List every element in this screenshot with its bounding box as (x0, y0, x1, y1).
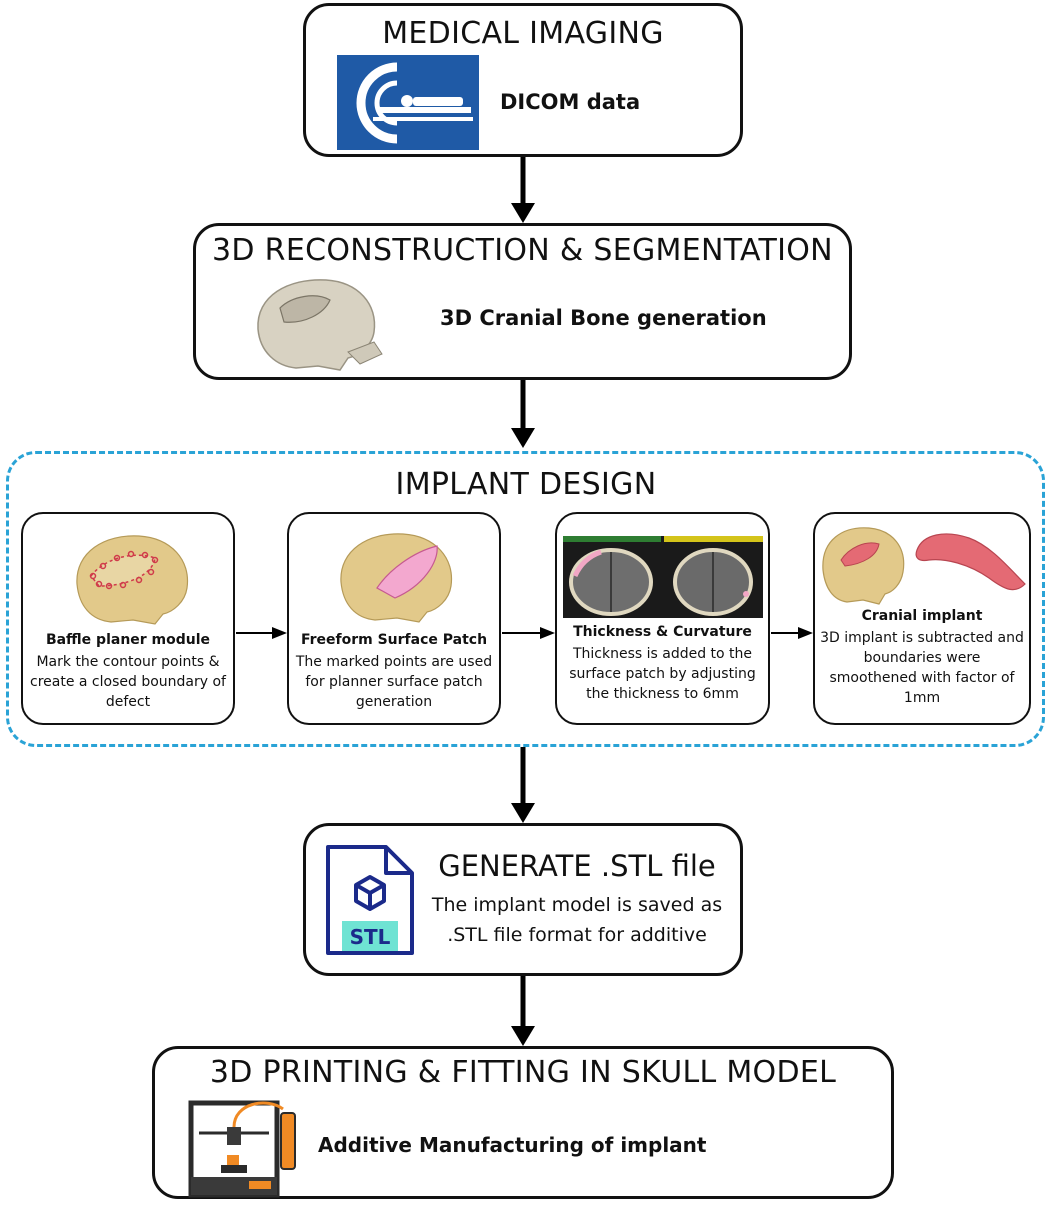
arrow-2 (508, 380, 538, 448)
dicom-label: DICOM data (500, 90, 641, 114)
implant-design-title: IMPLANT DESIGN (395, 467, 657, 502)
3d-printer-icon (187, 1093, 299, 1199)
reconstruction-title: 3D RECONSTRUCTION & SEGMENTATION (212, 233, 833, 268)
step-2-desc: The marked points are used for planner s… (295, 654, 493, 710)
step-2-title: Freeform Surface Patch (300, 632, 488, 648)
stl-file-icon: STL (324, 843, 416, 957)
step-3-desc: Thickness is added to the surface patch … (569, 646, 756, 702)
implant-result-image (819, 520, 1029, 610)
printing-label: Additive Manufacturing of implant (318, 1133, 707, 1157)
generate-stl-box: STL GENERATE .STL file The implant model… (303, 823, 743, 976)
step-4-desc: 3D implant is subtracted and boundaries … (820, 630, 1024, 706)
medical-imaging-box: MEDICAL IMAGING DICOM data (303, 3, 743, 157)
skull-patch-image (333, 526, 463, 626)
step-freeform-patch: Freeform Surface Patch The marked points… (287, 512, 501, 725)
dicom-scanner-icon (337, 55, 479, 150)
stl-text-group: GENERATE .STL file The implant model is … (422, 846, 732, 946)
implant-design-group (6, 451, 1045, 747)
printing-box: 3D PRINTING & FITTING IN SKULL MODEL Add… (152, 1046, 894, 1199)
step-4-title: Cranial implant (861, 608, 983, 624)
step-thickness-curvature: Thickness & Curvature Thickness is added… (555, 512, 770, 725)
printing-title: 3D PRINTING & FITTING IN SKULL MODEL (209, 1055, 837, 1090)
stl-desc-line-1: The implant model is saved as (431, 894, 723, 916)
arrow-h-3 (771, 625, 813, 641)
step-baffle-planer: Baffle planer module Mark the contour po… (21, 512, 235, 725)
cranial-bone-label: 3D Cranial Bone generation (440, 306, 767, 330)
skull-contour-image (69, 528, 199, 628)
step-cranial-implant: Cranial implant 3D implant is subtracted… (813, 512, 1031, 725)
stl-icon-text: STL (350, 925, 391, 949)
arrow-h-1 (236, 625, 287, 641)
medical-imaging-title: MEDICAL IMAGING (382, 16, 664, 51)
arrow-4 (508, 976, 538, 1046)
step-1-title: Baffle planer module (45, 632, 211, 648)
arrow-h-2 (502, 625, 555, 641)
step-3-title: Thickness & Curvature (573, 624, 752, 640)
reconstruction-box: 3D RECONSTRUCTION & SEGMENTATION 3D Cran… (193, 223, 852, 380)
cranial-bone-image (248, 274, 388, 374)
step-1-desc: Mark the contour points & create a close… (30, 654, 226, 710)
arrow-3 (508, 747, 538, 823)
arrow-1 (508, 157, 538, 223)
stl-desc-line-2: .STL file format for additive (447, 924, 707, 946)
generate-stl-title: GENERATE .STL file (438, 849, 716, 883)
ct-slices-image (563, 536, 763, 618)
